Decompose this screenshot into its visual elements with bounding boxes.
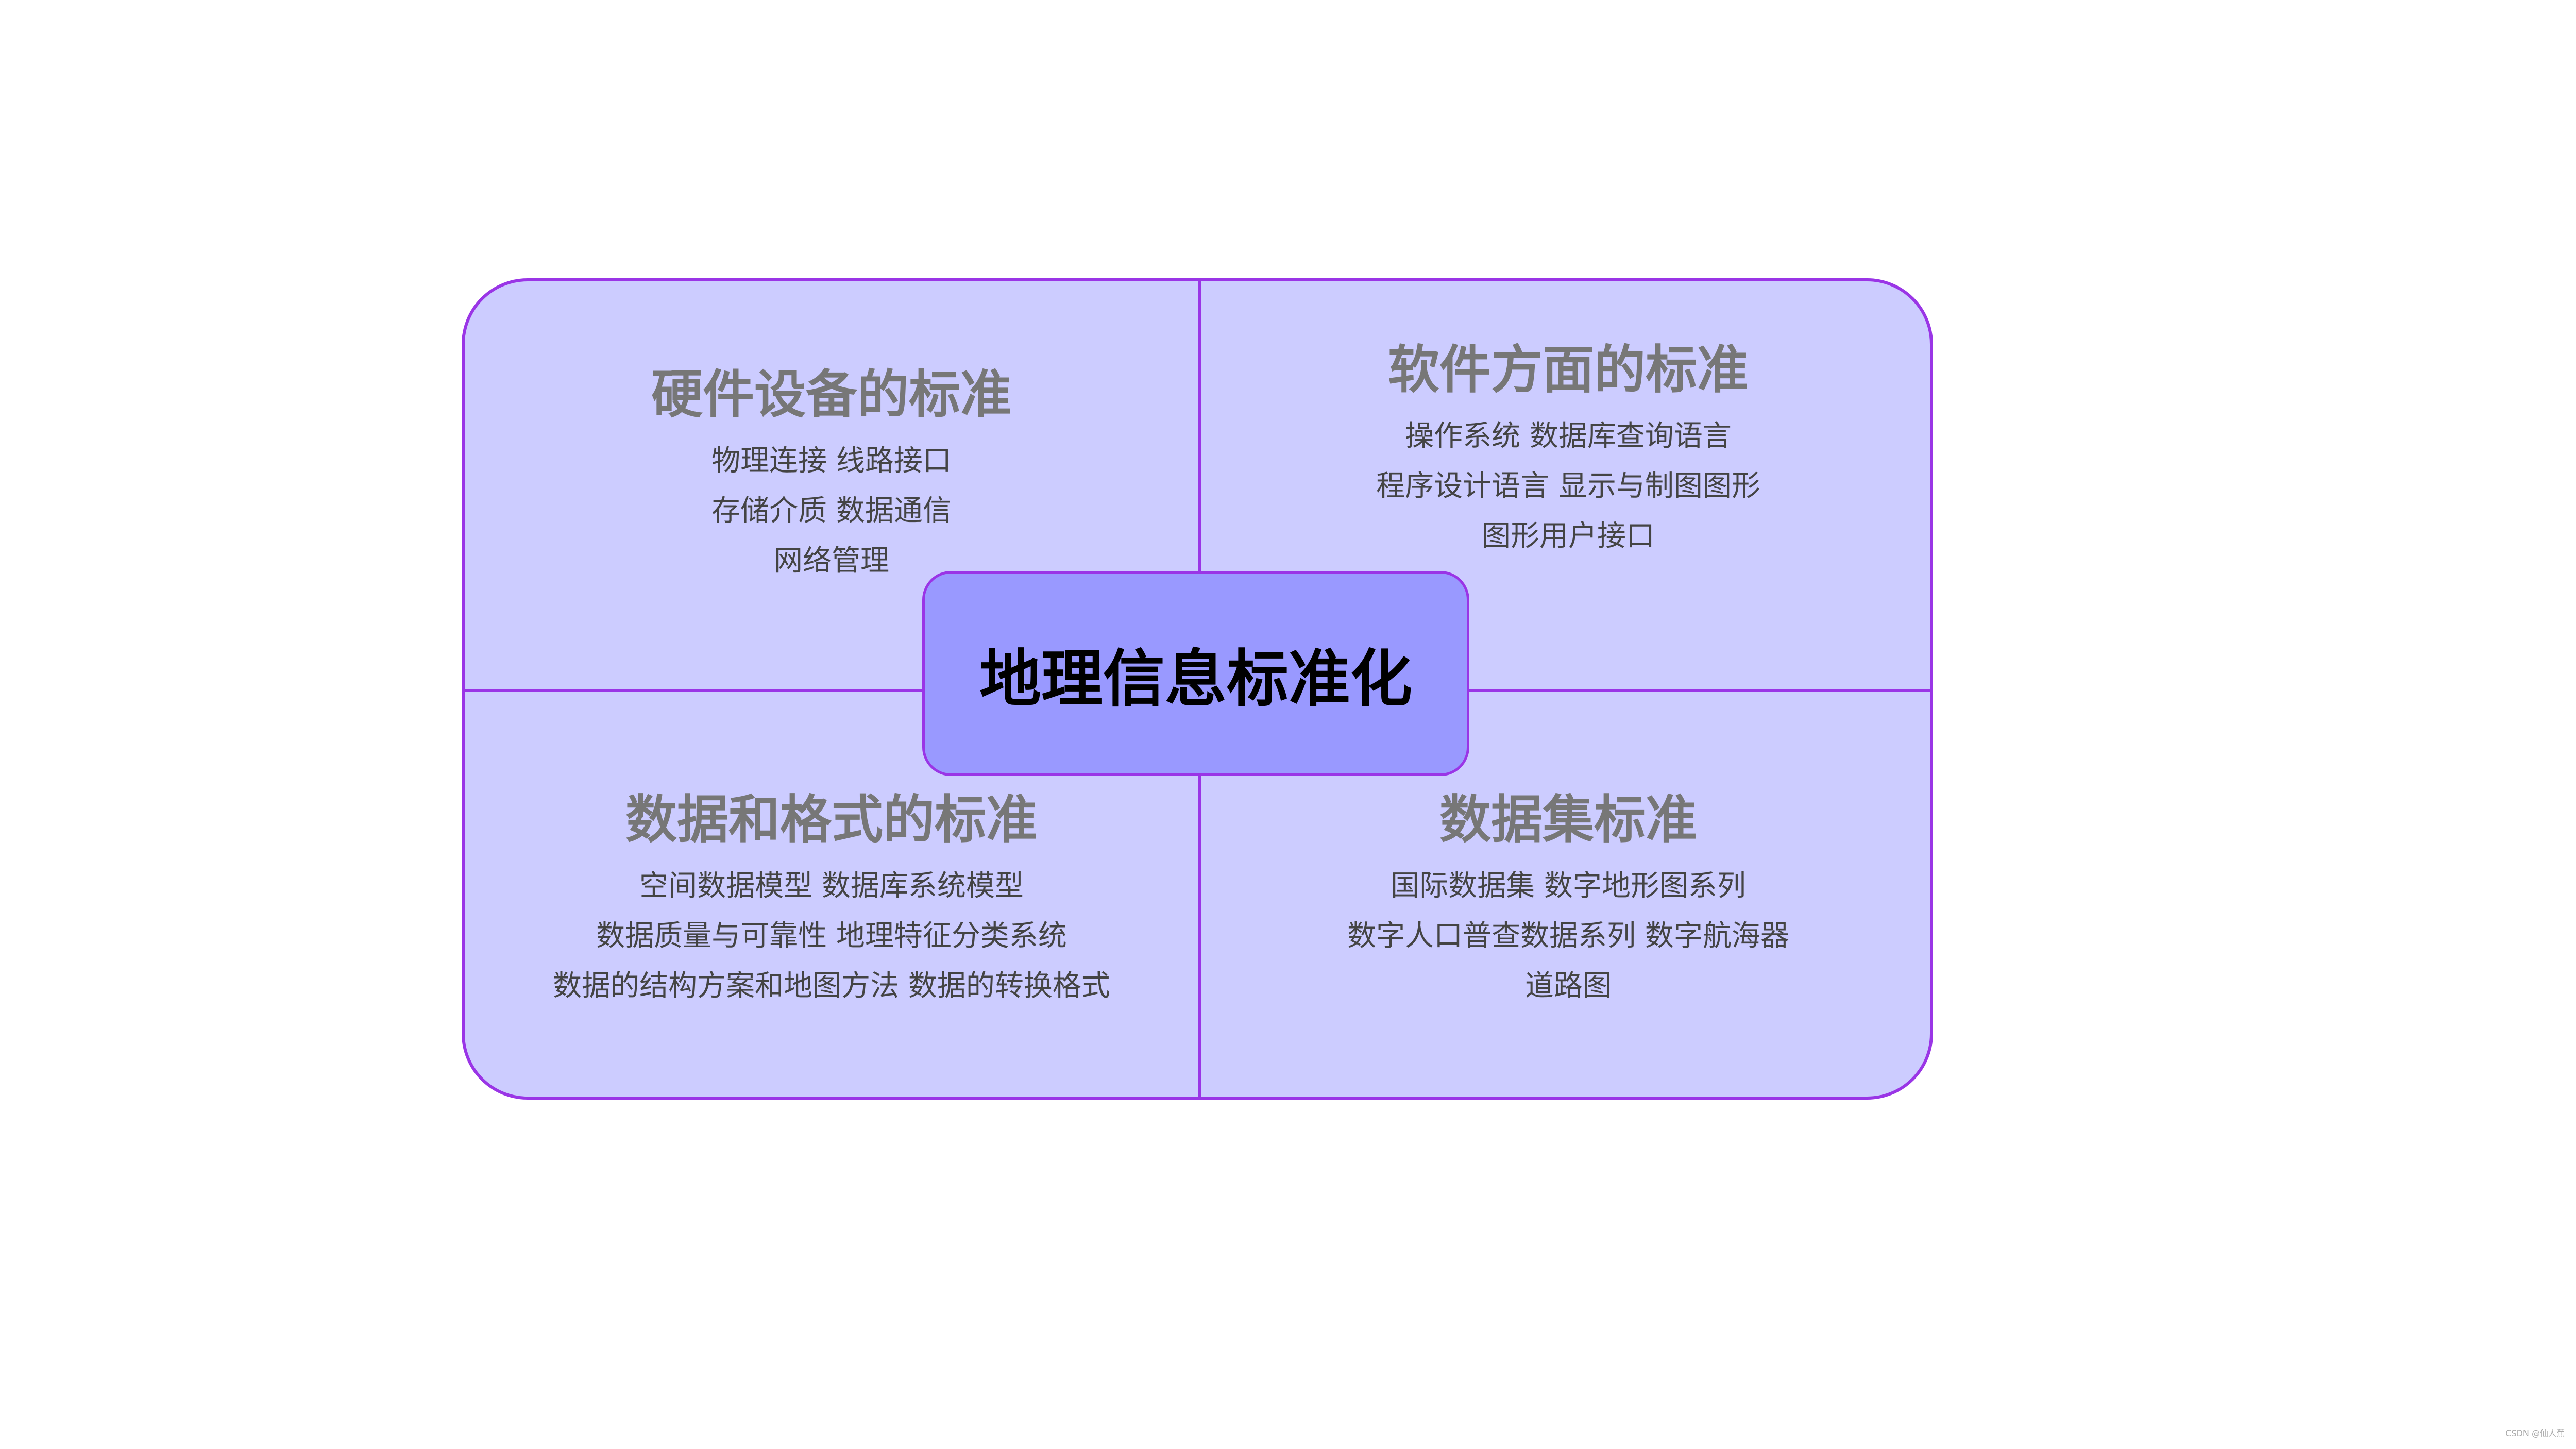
quadrant-title: 软件方面的标准 [1388, 340, 1749, 400]
quadrant-dataset: 数据集标准 国际数据集 数字地形图系列 数字人口普查数据系列 数字航海器 道路图 [1201, 784, 1930, 1011]
quadrant-item: 网络管理 [774, 544, 889, 578]
quadrant-title: 数据集标准 [1439, 789, 1697, 850]
quadrant-item: 图形用户接口 [1482, 519, 1655, 553]
quadrant-item: 空间数据模型 数据库系统模型 [639, 869, 1024, 903]
quadrant-item: 数据的结构方案和地图方法 数据的转换格式 [553, 969, 1110, 1003]
quadrant-title: 硬件设备的标准 [651, 364, 1012, 425]
quadrant-item: 物理连接 线路接口 [711, 444, 952, 478]
quadrant-title: 数据和格式的标准 [625, 789, 1038, 850]
standards-matrix: 硬件设备的标准 物理连接 线路接口 存储介质 数据通信 网络管理 软件方面的标准… [462, 278, 1933, 1100]
quadrant-item: 数字人口普查数据系列 数字航海器 [1347, 919, 1789, 953]
quadrant-hardware: 硬件设备的标准 物理连接 线路接口 存储介质 数据通信 网络管理 [465, 359, 1198, 586]
quadrant-item: 道路图 [1525, 969, 1612, 1003]
quadrant-item: 操作系统 数据库查询语言 [1405, 419, 1732, 453]
quadrant-item: 程序设计语言 显示与制图图形 [1376, 469, 1760, 503]
watermark: CSDN @仙人蕉 [2505, 1428, 2565, 1438]
central-topic-title: 地理信息标准化 [979, 644, 1412, 715]
quadrant-data-format: 数据和格式的标准 空间数据模型 数据库系统模型 数据质量与可靠性 地理特征分类系… [465, 784, 1198, 1011]
quadrant-software: 软件方面的标准 操作系统 数据库查询语言 程序设计语言 显示与制图图形 图形用户… [1201, 334, 1930, 561]
central-topic-node[interactable]: 地理信息标准化 [922, 571, 1469, 776]
quadrant-item: 国际数据集 数字地形图系列 [1391, 869, 1746, 903]
quadrant-item: 数据质量与可靠性 地理特征分类系统 [596, 919, 1067, 953]
quadrant-item: 存储介质 数据通信 [711, 494, 952, 528]
